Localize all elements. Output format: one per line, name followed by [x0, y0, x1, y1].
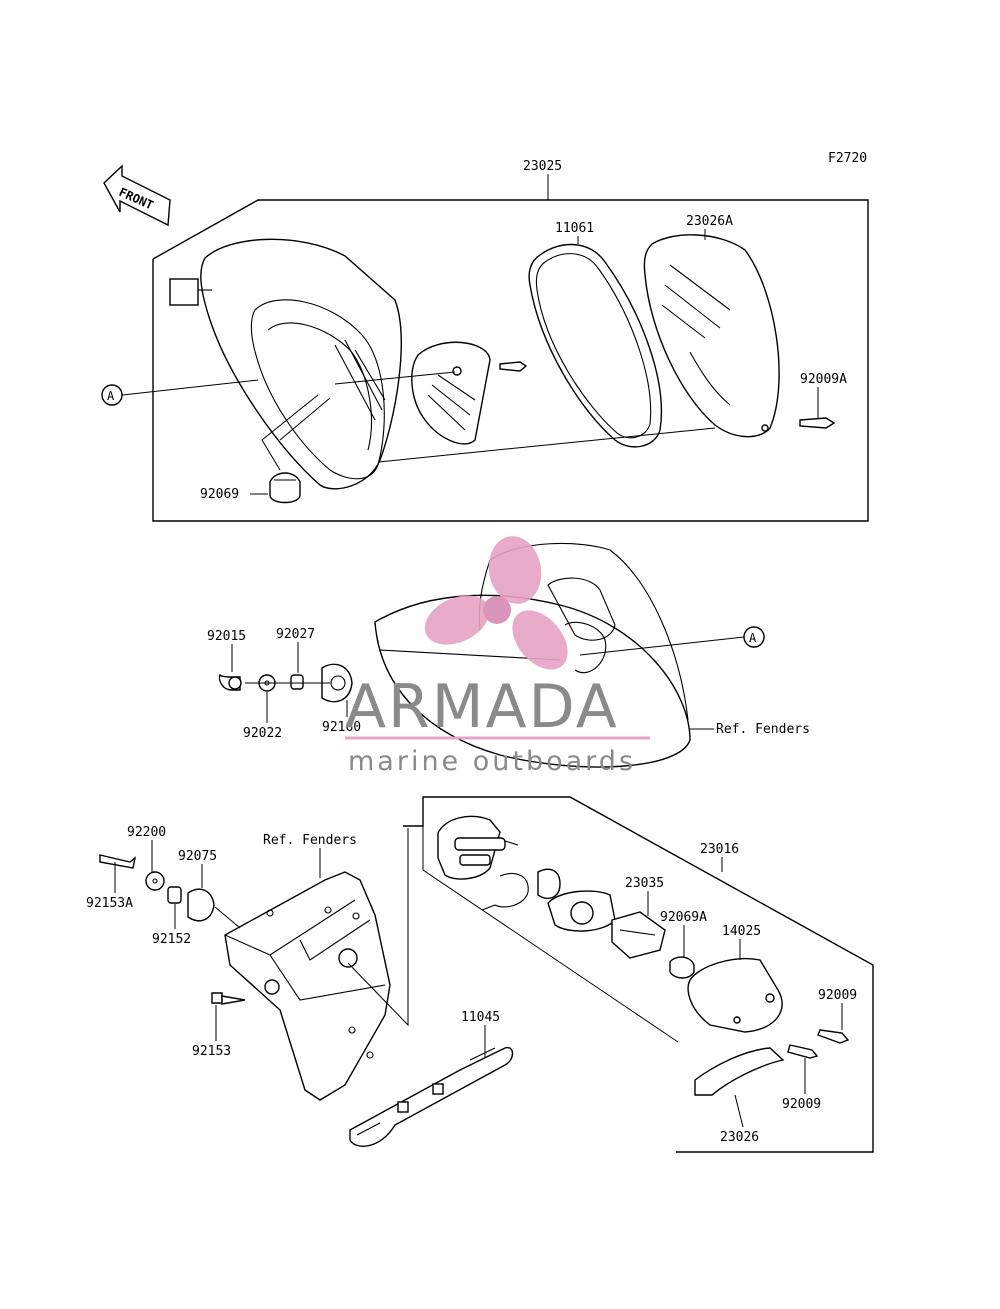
- label-11045: 11045: [461, 1010, 500, 1025]
- bracket-hardware: [99, 854, 246, 1005]
- label-92015: 92015: [207, 629, 246, 644]
- label-92022: 92022: [243, 726, 282, 741]
- label-92069: 92069: [200, 487, 239, 502]
- watermark: ARMADA marine outboards: [345, 536, 650, 777]
- label-92152: 92152: [152, 932, 191, 947]
- label-92200: 92200: [127, 825, 166, 840]
- label-92027: 92027: [276, 627, 315, 642]
- label-92153: 92153: [192, 1044, 231, 1059]
- lens-screw: [799, 417, 836, 429]
- label-92069A: 92069A: [660, 910, 707, 925]
- license-light-socket: [547, 890, 616, 932]
- license-bracket: [224, 871, 391, 1101]
- bulb-socket: [411, 341, 491, 445]
- socket-clip: [611, 911, 666, 959]
- label-23016: 23016: [700, 842, 739, 857]
- label-92160: 92160: [322, 720, 361, 735]
- label-92009-upper: 92009: [818, 988, 857, 1003]
- license-light-cover: [687, 958, 783, 1033]
- tail-light-housing: [169, 238, 402, 490]
- tail-light-assembly-box: [152, 199, 869, 522]
- socket-screw: [499, 361, 528, 372]
- license-lens: [694, 1047, 785, 1096]
- label-23026: 23026: [720, 1130, 759, 1145]
- propeller-logo-icon: [424, 536, 568, 670]
- label-ref-fenders-mid: Ref. Fenders: [716, 722, 810, 737]
- label-ref-fenders-low: Ref. Fenders: [263, 833, 357, 848]
- license-plate-bracket: [349, 1046, 514, 1147]
- watermark-tagline: marine outboards: [348, 746, 636, 777]
- label-92075: 92075: [178, 849, 217, 864]
- license-screws: [787, 1029, 850, 1059]
- license-light-base: [437, 815, 519, 880]
- svg-text:A: A: [749, 631, 757, 645]
- label-23026A: 23026A: [686, 214, 733, 229]
- tail-light-bulb: [269, 472, 301, 504]
- label-11061: 11061: [555, 221, 594, 236]
- license-light-bulb: [669, 956, 695, 979]
- callout-a-upper: A: [101, 379, 259, 406]
- label-14025: 14025: [722, 924, 761, 939]
- tail-light-lens: [643, 234, 780, 438]
- wire-harness: [481, 868, 561, 911]
- figure-code: F2720: [828, 151, 867, 166]
- assembly-lines: [261, 371, 716, 471]
- watermark-brand: ARMADA: [345, 672, 619, 742]
- callout-a-lower: A: [579, 626, 765, 656]
- license-light-assembly-box: [403, 796, 874, 1153]
- svg-text:A: A: [107, 389, 115, 403]
- label-23035: 23035: [625, 876, 664, 891]
- label-92009A: 92009A: [800, 372, 847, 387]
- label-92009-lower: 92009: [782, 1097, 821, 1112]
- fender-mount-hardware: [218, 663, 353, 703]
- label-92153A: 92153A: [86, 896, 133, 911]
- front-arrow-icon: FRONT: [103, 164, 171, 227]
- label-23025: 23025: [523, 159, 562, 174]
- lens-gasket: [528, 243, 663, 448]
